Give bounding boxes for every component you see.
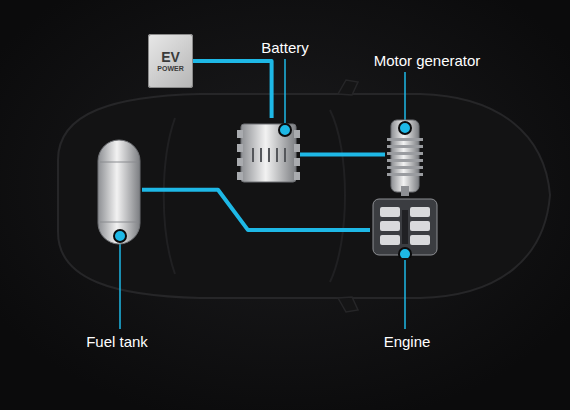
motor-icon: [385, 116, 425, 196]
leader-dot: [399, 122, 411, 134]
battery-tab: [237, 144, 243, 152]
button-sublabel: POWER: [157, 65, 183, 72]
battery-fin: [276, 148, 278, 162]
battery-fin: [284, 148, 286, 162]
motor-housing: [391, 120, 419, 192]
motor-ring: [387, 145, 423, 148]
motor-ring: [387, 166, 423, 169]
motor-ring: [387, 152, 423, 155]
leader-line: [284, 59, 286, 126]
battery-tab: [294, 130, 300, 138]
leader-dot: [279, 124, 291, 136]
tank-seam: [100, 162, 138, 163]
engine-cylinder: [410, 235, 430, 245]
battery-fin: [260, 148, 262, 162]
leader-line: [404, 72, 406, 126]
car-mirror: [338, 297, 358, 312]
part-label: Engine: [384, 333, 431, 351]
car-rear-window: [164, 118, 175, 274]
power-line: [193, 61, 272, 118]
leader-lines: [120, 59, 405, 329]
power-line: [142, 190, 370, 230]
power-line: [300, 152, 385, 156]
leader-dot: [399, 248, 411, 258]
battery-fin: [252, 148, 254, 162]
leader-line: [404, 260, 406, 329]
part-label: Fuel tank: [86, 333, 148, 351]
battery-tab: [294, 158, 300, 166]
engine-component: Engine: [370, 196, 440, 258]
battery-tab: [294, 144, 300, 152]
battery-tab: [237, 158, 243, 166]
motor-ring: [387, 159, 423, 162]
leader-dot: [114, 230, 126, 242]
motor-ring: [387, 138, 423, 141]
engine-valley: [402, 210, 408, 244]
leader-line: [119, 240, 121, 329]
engine-cylinder: [380, 207, 400, 217]
engine-cylinder: [410, 207, 430, 217]
motor-generator-component: Motor generator: [385, 116, 425, 196]
car-windshield: [330, 110, 345, 282]
car-mirror: [338, 80, 358, 95]
button-label: EV: [161, 50, 180, 65]
battery-icon: [237, 118, 300, 188]
engine-cylinder: [380, 235, 400, 245]
ev-power-button: EVPOWER: [148, 34, 193, 88]
tank-seam: [100, 222, 138, 223]
motor-ring: [387, 173, 423, 176]
engine-block: [373, 199, 437, 255]
battery-tab: [237, 172, 243, 180]
battery-tab: [294, 172, 300, 180]
fuel-tank-component: Fuel tank: [96, 138, 142, 246]
motor-shaft: [401, 186, 409, 196]
tank-icon: [96, 138, 142, 246]
battery-component: Battery: [237, 118, 300, 188]
battery-case: [241, 124, 296, 182]
tank-shell: [98, 140, 140, 244]
engine-cylinder: [380, 221, 400, 231]
car-body: [58, 94, 550, 298]
engine-icon: [370, 196, 440, 258]
part-label: Battery: [261, 39, 309, 57]
part-label: Motor generator: [374, 52, 481, 70]
battery-tab: [237, 130, 243, 138]
engine-cylinder: [410, 221, 430, 231]
battery-fin: [268, 148, 270, 162]
